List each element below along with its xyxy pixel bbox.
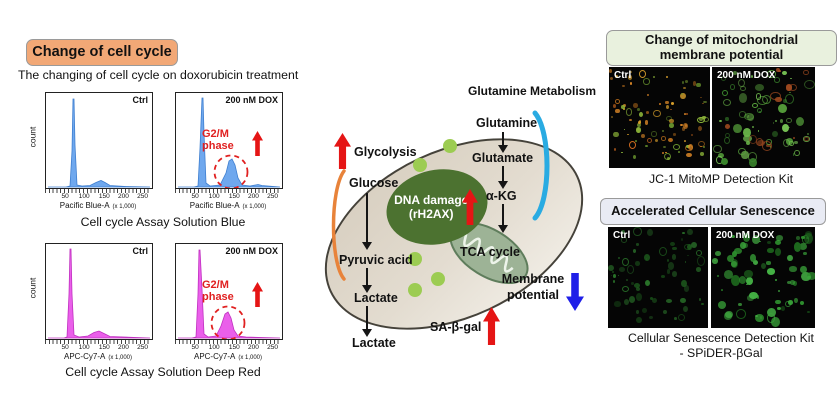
arrow-akg-to-tca xyxy=(502,204,505,226)
histogram-curve-magenta xyxy=(178,249,281,339)
glycolysis-label: Glycolysis xyxy=(354,145,417,159)
arrow-glutamate-to-akg xyxy=(502,166,505,182)
g2m-dashed-circle xyxy=(210,305,246,339)
condition-label: Ctrl xyxy=(132,95,149,105)
x-axis-label: APC-Cy7-A(x 1,000) xyxy=(63,352,133,361)
alpha-kg-label: α-KG xyxy=(486,189,517,203)
arrow-lactate-export xyxy=(366,306,369,330)
increase-arrow-icon xyxy=(483,307,500,345)
cell-cycle-header: Change of cell cycle xyxy=(26,39,178,66)
condition-label: Ctrl xyxy=(132,246,149,256)
x-axis-ticks xyxy=(175,340,281,344)
glutamine-label: Glutamine xyxy=(476,116,538,130)
granule-icon xyxy=(408,283,422,297)
histogram-curve-blue xyxy=(48,98,151,188)
tca-cycle-label: TCA cycle xyxy=(460,245,520,259)
glutamine-bracket-icon xyxy=(532,110,550,221)
histogram-plot: 200 nM DOX G2/M phase xyxy=(175,243,283,340)
arrow-pyruvate-to-lactate xyxy=(366,268,369,286)
granule-icon xyxy=(431,272,445,286)
increase-arrow-icon xyxy=(334,133,351,169)
caption-assay-blue: Cell cycle Assay Solution Blue xyxy=(80,215,246,229)
histogram-panel-blue-dox: 200 nM DOX G2/M phase 50 100 150 200 250… xyxy=(150,88,300,218)
condition-label: 200 nM DOX xyxy=(225,246,278,256)
glycolysis-bracket-icon xyxy=(331,169,346,281)
x-tick-labels: 50 100 150 200 250 xyxy=(191,344,278,351)
x-axis-label: APC-Cy7-A(x 1,000) xyxy=(193,352,263,361)
image-condition-label: 200 nM DOX xyxy=(717,70,776,81)
granule-icon xyxy=(408,252,422,266)
y-axis-label: count xyxy=(27,126,38,148)
caption-assay-deep-red: Cell cycle Assay Solution Deep Red xyxy=(65,365,261,379)
x-axis-ticks xyxy=(45,189,151,193)
mito-potential-header: Change of mitochondrial membrane potenti… xyxy=(606,30,837,66)
microscopy-jc1-ctrl: Ctrl xyxy=(609,67,710,168)
senescence-header: Accelerated Cellular Senescence xyxy=(600,198,826,225)
histogram-plot: 200 nM DOX G2/M phase xyxy=(175,92,283,189)
glutamine-metabolism-title: Glutamine Metabolism xyxy=(468,84,597,98)
x-tick-labels: 50 100 150 200 250 xyxy=(61,344,148,351)
x-tick-labels: 50 100 150 200 250 xyxy=(61,193,148,200)
mito-potential-header-label: Change of mitochondrial membrane potenti… xyxy=(644,32,799,62)
senescence-caption: Cellular Senescence Detection Kit - SPiD… xyxy=(628,331,814,360)
granule-icon xyxy=(443,139,457,153)
glucose-label: Glucose xyxy=(349,176,399,190)
glutamate-label: Glutamate xyxy=(472,151,534,165)
y-axis-label: count xyxy=(27,277,38,299)
x-axis-label: Pacific Blue-A(x 1,000) xyxy=(189,201,267,210)
x-tick-labels: 50 100 150 200 250 xyxy=(191,193,278,200)
histogram-panel-blue-ctrl: count Ctrl 50 100 150 200 250 Pacific Bl… xyxy=(20,88,170,218)
jc1-caption: JC-1 MitoMP Detection Kit xyxy=(649,172,793,186)
increase-arrow-icon xyxy=(252,131,263,156)
histogram-plot: Ctrl xyxy=(45,92,153,189)
mitochondria-icon xyxy=(449,222,529,284)
increase-arrow-icon xyxy=(252,282,263,307)
g2m-annotation: G2/M phase xyxy=(202,279,234,303)
image-condition-label: 200 nM DOX xyxy=(716,230,775,241)
microscopy-senescence-dox: 200 nM DOX xyxy=(711,227,815,328)
histogram-curve-magenta xyxy=(48,248,151,339)
membrane-potential-label: Membrane potential xyxy=(501,272,565,302)
granule-icon xyxy=(413,158,427,172)
decrease-arrow-icon xyxy=(566,273,584,311)
x-axis-ticks xyxy=(175,189,281,193)
microscopy-senescence-ctrl: Ctrl xyxy=(608,227,708,328)
cell-cycle-subtitle: The changing of cell cycle on doxorubici… xyxy=(18,68,299,82)
lactate-inside-label: Lactate xyxy=(354,291,398,305)
microscopy-jc1-dox: 200 nM DOX xyxy=(712,67,815,168)
dna-damage-label: DNA damage (rH2AX) xyxy=(394,193,469,222)
histogram-panel-red-ctrl: count Ctrl 50 100 150 200 250 APC-Cy7-A(… xyxy=(20,239,170,369)
g2m-dashed-circle xyxy=(213,154,249,188)
histogram-curve-blue xyxy=(178,97,281,188)
x-axis-ticks xyxy=(45,340,151,344)
image-condition-label: Ctrl xyxy=(614,70,632,81)
cell-cycle-header-label: Change of cell cycle xyxy=(32,44,172,61)
condition-label: 200 nM DOX xyxy=(225,95,278,105)
x-axis-label: Pacific Blue-A(x 1,000) xyxy=(59,201,137,210)
sa-beta-gal-label: SA-β-gal xyxy=(430,320,482,334)
senescence-header-label: Accelerated Cellular Senescence xyxy=(611,203,815,219)
arrow-glucose-to-pyruvate xyxy=(366,193,369,243)
image-condition-label: Ctrl xyxy=(613,230,631,241)
histogram-plot: Ctrl xyxy=(45,243,153,340)
arrow-glutamine-to-glutamate xyxy=(502,132,505,146)
lactate-outside-label: Lactate xyxy=(352,336,396,350)
g2m-annotation: G2/M phase xyxy=(202,128,234,152)
histogram-panel-red-dox: 200 nM DOX G2/M phase 50 100 150 200 250… xyxy=(150,239,300,369)
pyruvic-acid-label: Pyruvic acid xyxy=(339,253,413,267)
